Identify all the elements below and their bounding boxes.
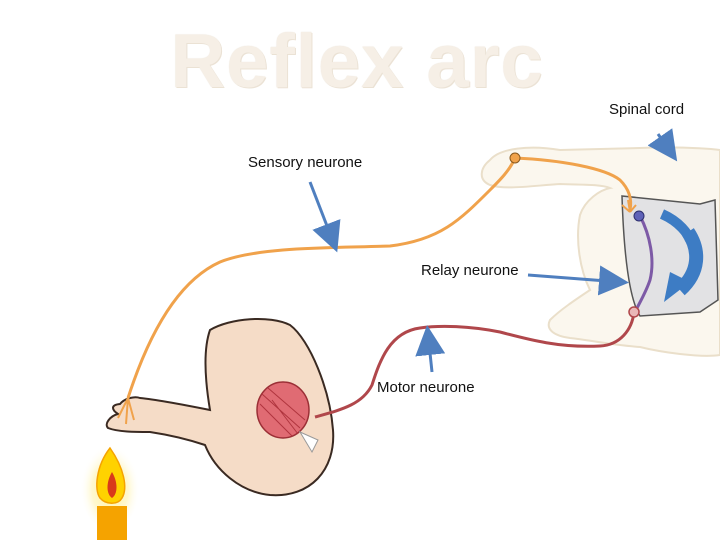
- reflex-arrow-head: [664, 272, 690, 302]
- slide-title: Reflex arc: [170, 19, 544, 104]
- sensory-cell-body: [509, 152, 521, 164]
- motor-neurone-label: Motor neurone: [377, 379, 475, 396]
- sensory-neurone-axon: [126, 157, 517, 399]
- muscle-fibres: [259, 387, 306, 437]
- motor-neurone: [314, 306, 640, 419]
- spinal-cord-label: Spinal cord: [609, 101, 685, 118]
- relay-cell-body: [633, 210, 645, 222]
- arm-shape: [105, 317, 335, 497]
- sensory-synapse: [621, 199, 637, 213]
- motor-cell-body: [628, 306, 640, 318]
- flame-core: [107, 472, 117, 498]
- reflex-direction-arrow-top: [659, 209, 695, 242]
- relay-neurone-axon: [634, 215, 654, 311]
- relay-neurone-pointer-arrow: [527, 265, 629, 296]
- motor-neurone-pointer-arrow: [415, 325, 446, 373]
- sensory-receptor-endings: [117, 397, 135, 425]
- spinal-cord-illustration: [480, 146, 720, 357]
- pointer-arrows: [308, 128, 678, 373]
- candle-wax: [97, 506, 127, 540]
- muscle: [256, 381, 310, 439]
- relay-neurone-label: Relay neurone: [421, 262, 519, 279]
- sensory-neurone-root: [514, 156, 633, 211]
- motor-neurone-axon: [314, 311, 636, 419]
- sensory-neurone-pointer-arrow: [308, 181, 341, 253]
- relay-neurone: [633, 210, 654, 311]
- sensory-neurone-label: Sensory neurone: [248, 154, 363, 171]
- arm-illustration: [105, 317, 335, 497]
- sensory-neurone: [117, 152, 637, 425]
- candle-illustration: [80, 440, 140, 540]
- spinal-cord-pointer-arrow: [647, 128, 678, 162]
- tendon: [298, 430, 319, 454]
